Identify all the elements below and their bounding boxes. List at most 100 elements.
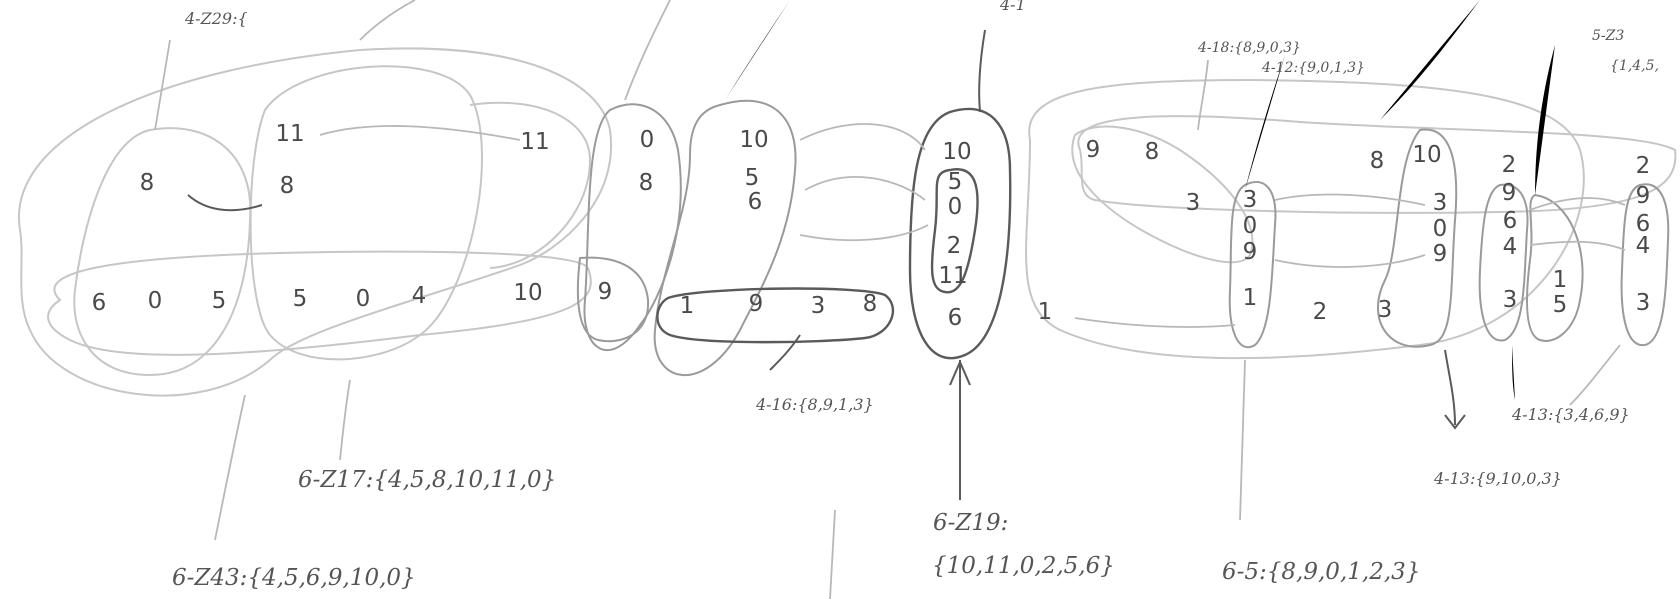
- arrowhead-4-13b: [1444, 414, 1466, 430]
- label-6-z17: 6-Z17:{4,5,8,10,11,0}: [298, 467, 556, 493]
- leader-4-18: [1197, 59, 1209, 131]
- pc-e4: 4: [1503, 234, 1518, 260]
- leader-4-13b-arrow: [1444, 349, 1456, 426]
- pc-d11: 0: [1433, 216, 1448, 242]
- pc-e6: 1: [1553, 267, 1568, 293]
- loop-9643: [1478, 183, 1529, 342]
- loop-4-12: [1228, 180, 1277, 348]
- label-6-z19: 6-Z19:: [933, 510, 1008, 536]
- arc-right-link-b: [1529, 240, 1626, 251]
- pc-f2: 2: [1313, 299, 1328, 325]
- pc-d8: 8: [1370, 148, 1385, 174]
- pc-b3: 5: [212, 288, 227, 314]
- arc-9-9-mid: [1274, 254, 1426, 268]
- loop-8-605: [73, 127, 252, 377]
- divider-line: [829, 509, 836, 599]
- pc-b7: 10: [513, 280, 542, 306]
- leader-top-10: [725, 0, 790, 100]
- arc-1-1: [1074, 317, 1236, 328]
- pc-d1: 9: [1086, 137, 1101, 163]
- pc-e7: 5: [1553, 292, 1568, 318]
- label-6-z19-set: {10,11,0,2,5,6}: [932, 553, 1115, 579]
- leader-4-12: [1245, 55, 1285, 190]
- loop-6-5: [1077, 115, 1677, 214]
- label-5-z3: 5-Z3: [1592, 28, 1624, 44]
- loop-right-big: [1025, 78, 1585, 360]
- label-4-12: 4-12:{9,0,1,3}: [1261, 60, 1365, 76]
- pc-c6: 6: [948, 305, 963, 331]
- arc-8-8: [187, 194, 263, 212]
- pc-d6: 9: [1243, 239, 1258, 265]
- label-5-z3-set: {1,4,5,: [1610, 58, 1659, 74]
- pc-a5: 0: [640, 127, 655, 153]
- pc-b8: 9: [598, 279, 613, 305]
- leader-top-right-mid: [1380, 0, 1480, 120]
- pc-e3: 6: [1503, 208, 1518, 234]
- arc-5-to-z19: [804, 176, 926, 201]
- label-6-z43: 6-Z43:{4,5,6,9,10,0}: [172, 565, 416, 591]
- leader-top-0: [624, 0, 671, 101]
- leader-5-z3: [1535, 45, 1555, 195]
- loop-10-5-6: [653, 99, 797, 376]
- pc-d9: 10: [1412, 142, 1441, 168]
- leader-z17: [339, 379, 351, 461]
- pc-d12: 9: [1433, 241, 1448, 267]
- arc-4-16-tail: [769, 334, 801, 371]
- loop-11-11-right: [469, 101, 592, 269]
- pc-e8: 2: [1636, 153, 1651, 179]
- pc-e12: 3: [1636, 290, 1651, 316]
- pc-c2: 5: [948, 169, 963, 195]
- pc-e9: 9: [1636, 183, 1651, 209]
- pc-e5: 3: [1503, 287, 1518, 313]
- pc-b11: 3: [811, 293, 826, 319]
- pc-c5: 11: [938, 263, 967, 289]
- arc-11-11: [319, 125, 521, 141]
- pc-a2: 11: [520, 129, 549, 155]
- pc-b6: 4: [412, 283, 427, 309]
- pc-a8: 5: [745, 165, 760, 191]
- pc-a4: 8: [280, 173, 295, 199]
- leader-4-13a-left: [1512, 345, 1515, 400]
- label-top-center: 4-1: [999, 0, 1026, 14]
- pc-d3: 3: [1186, 190, 1201, 216]
- pc-b10: 9: [749, 291, 764, 317]
- label-4-13b: 4-13:{9,10,0,3}: [1433, 469, 1562, 488]
- pc-a7: 10: [739, 127, 768, 153]
- arc-right-link-a: [1529, 197, 1626, 211]
- pc-e2: 9: [1502, 180, 1517, 206]
- leader-4-13a: [1569, 344, 1621, 406]
- label-4-z29: 4-Z29:{: [184, 9, 248, 28]
- pc-a6: 8: [639, 170, 654, 196]
- pc-d7: 1: [1243, 285, 1258, 311]
- pc-c4: 2: [947, 233, 962, 259]
- loop-4-18: [1071, 125, 1254, 264]
- pc-d5: 0: [1243, 213, 1258, 239]
- pc-a3: 8: [140, 170, 155, 196]
- label-4-16: 4-16:{8,9,1,3}: [755, 395, 874, 414]
- loop-9643-right: [1620, 183, 1670, 347]
- leader-4-z29: [154, 39, 171, 131]
- leader-top-mid: [359, 0, 416, 41]
- loop-inner-5-11: [930, 168, 979, 294]
- pc-c3: 0: [948, 194, 963, 220]
- pc-b4: 5: [293, 286, 308, 312]
- pc-b5: 0: [356, 286, 371, 312]
- pc-f1: 1: [1038, 299, 1053, 325]
- pc-d10: 3: [1433, 190, 1448, 216]
- arrowhead-z19: [949, 359, 971, 386]
- pc-e10: 6: [1636, 211, 1651, 237]
- pc-e1: 2: [1502, 152, 1517, 178]
- label-4-13a: 4-13:{3,4,6,9}: [1511, 405, 1630, 424]
- pc-e11: 4: [1636, 233, 1651, 259]
- pc-c1: 10: [942, 139, 971, 165]
- label-4-18: 4-18:{8,9,0,3}: [1197, 40, 1301, 56]
- pc-b9: 1: [680, 293, 695, 319]
- loop-1-5: [1526, 193, 1584, 342]
- loop-4-16: [656, 287, 895, 344]
- pc-a9: 6: [748, 189, 763, 215]
- leader-top-center: [978, 29, 986, 113]
- arc-6-to-z19: [799, 224, 929, 242]
- leader-z43: [214, 394, 246, 541]
- loop-9-box: [576, 256, 650, 343]
